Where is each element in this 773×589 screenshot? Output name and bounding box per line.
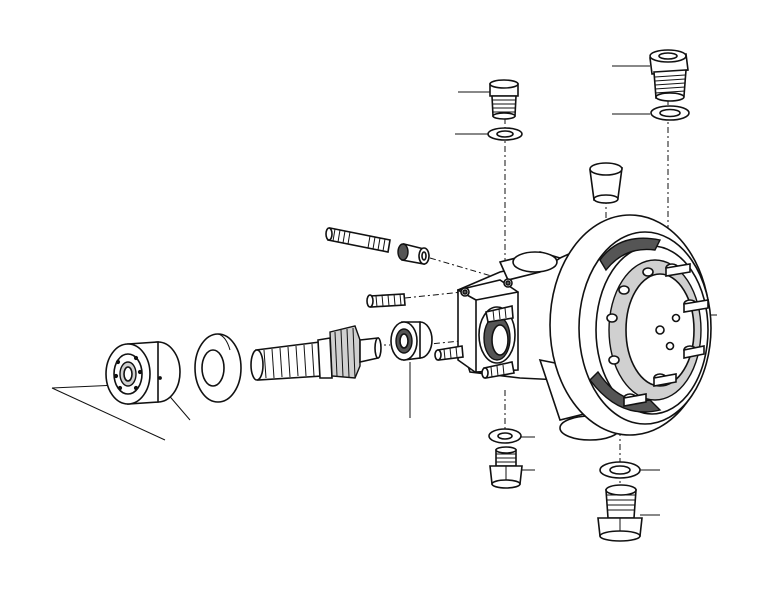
drain-plug-bottom-right bbox=[597, 484, 643, 542]
threaded-stud-long bbox=[325, 227, 391, 253]
breather-cap bbox=[589, 162, 623, 204]
flange-studs bbox=[606, 263, 709, 407]
ball-bearing bbox=[105, 341, 181, 405]
sealing-ring-bottom-left bbox=[488, 428, 522, 444]
needle-bearing bbox=[390, 321, 433, 361]
housing-cover-flange bbox=[549, 214, 712, 436]
sleeve-nut bbox=[397, 243, 430, 265]
sealing-ring-top bbox=[487, 127, 523, 141]
sealing-ring-bottom-right bbox=[599, 461, 641, 479]
drain-plug-top bbox=[489, 79, 519, 120]
splined-pinion-shaft bbox=[250, 325, 382, 381]
filler-plug bbox=[649, 49, 689, 102]
threaded-stud-short bbox=[366, 293, 406, 308]
sealing-ring-filler bbox=[650, 105, 690, 121]
spacer-ring bbox=[194, 333, 242, 403]
drain-plug-bottom-left bbox=[489, 446, 523, 489]
